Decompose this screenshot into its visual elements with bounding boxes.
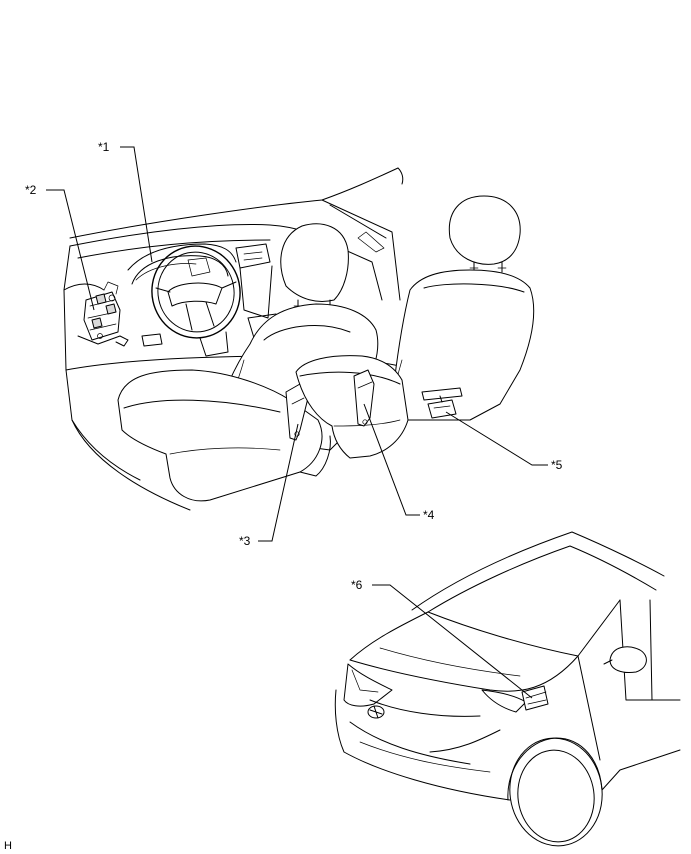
driver-seat: [117, 223, 379, 502]
vehicle-exterior-illustration: [334, 531, 681, 847]
airbag-sensor-assembly: [77, 281, 129, 347]
callout-label-5: *5: [551, 458, 563, 472]
leader-line-5: [445, 411, 548, 466]
callout-label-6: *6: [351, 578, 363, 592]
callout-label-1: *1: [98, 140, 110, 154]
leader-line-2: [46, 189, 95, 311]
passenger-seatbelt-buckle: [353, 369, 375, 427]
vehicle-interior-illustration: [63, 167, 535, 511]
passenger-seat: [295, 195, 535, 459]
callout-labels: *1 *2 *3 *4 *5 *6: [25, 140, 563, 592]
front-airbag-sensor: [521, 685, 549, 711]
leader-lines: [46, 146, 548, 699]
leader-line-6: [372, 584, 533, 699]
callout-label-3: *3: [239, 534, 251, 548]
callout-label-4: *4: [423, 508, 435, 522]
leader-line-4: [363, 403, 420, 516]
callout-label-2: *2: [25, 183, 37, 197]
leader-line-1: [120, 146, 153, 263]
illustration-code: H: [4, 840, 12, 852]
leader-line-3: [258, 423, 299, 542]
